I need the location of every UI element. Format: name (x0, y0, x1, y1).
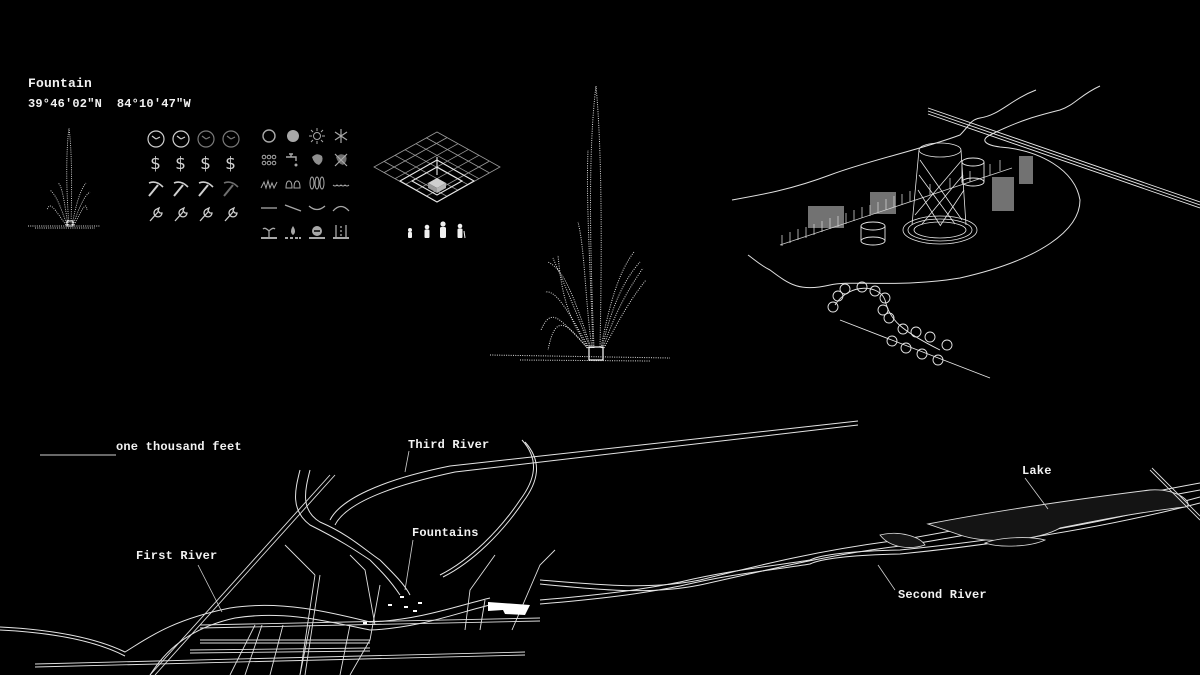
slope-terrain-icon (281, 196, 305, 220)
leaf-icon (305, 148, 329, 172)
building-block (488, 602, 530, 615)
no-leaf-icon (329, 148, 353, 172)
grass-icon (257, 172, 281, 196)
scale-figures (408, 221, 466, 239)
tree-rows (827, 281, 991, 379)
clock-icon (193, 126, 218, 151)
river-network (0, 420, 1200, 675)
third-river-label: Third River (408, 438, 490, 452)
adult-figure (440, 221, 446, 238)
valley-terrain-icon (305, 196, 329, 220)
pickaxe-icon (218, 176, 243, 201)
page-title: Fountain (28, 76, 93, 91)
teen-figure (424, 224, 430, 238)
leader-lines (197, 450, 1049, 613)
lake-label: Lake (1022, 464, 1052, 478)
wrench-icon (193, 201, 218, 226)
trees-icon (305, 172, 329, 196)
flat-terrain-icon (257, 196, 281, 220)
shrubs-icon (281, 172, 305, 196)
water-waves-icon (329, 172, 353, 196)
clock-icon (143, 126, 168, 151)
wrench-icon (218, 201, 243, 226)
water-volumes (808, 156, 1033, 228)
fountains-label: Fountains (412, 526, 479, 540)
rain-drops-icon (257, 148, 281, 172)
water-drop-ground-icon (281, 220, 305, 244)
large-fountain-illustration (489, 85, 671, 362)
child-figure (408, 228, 412, 238)
hill-terrain-icon (329, 196, 353, 220)
central-cylinder-fountain (902, 142, 978, 245)
clock-icon (218, 126, 243, 151)
wrench-icon (143, 201, 168, 226)
sprout-icon (257, 220, 281, 244)
drain-icon (305, 220, 329, 244)
pickaxe-icon (168, 176, 193, 201)
dollar-icon: $ (200, 153, 211, 174)
fountain-markers (363, 596, 422, 624)
coordinates: 39°46′02″N 84°10′47″W (28, 97, 191, 111)
sun-icon (305, 124, 329, 148)
dollar-icon: $ (175, 153, 186, 174)
elder-figure (457, 223, 466, 239)
first-river-label: First River (136, 549, 218, 563)
wrench-icon (168, 201, 193, 226)
clock-icon (168, 126, 193, 151)
cost-maintenance-icon-grid: $ $ $ $ (143, 126, 243, 226)
dollar-icon: $ (150, 153, 161, 174)
pickaxe-icon (143, 176, 168, 201)
empty-circle-icon (257, 124, 281, 148)
scale-bar-label: one thousand feet (116, 440, 242, 454)
street-grid (34, 474, 556, 675)
second-river-label: Second River (898, 588, 987, 602)
dollar-icon: $ (225, 153, 236, 174)
park-perspective-view (731, 85, 1101, 289)
latitude: 39°46′02″N (28, 97, 103, 111)
filled-circle-icon (281, 124, 305, 148)
environment-icon-grid (257, 124, 353, 244)
longitude: 84°10′47″W (116, 97, 191, 111)
pickaxe-icon (193, 176, 218, 201)
snowflake-icon (329, 124, 353, 148)
channel-icon (329, 220, 353, 244)
faucet-icon (281, 148, 305, 172)
